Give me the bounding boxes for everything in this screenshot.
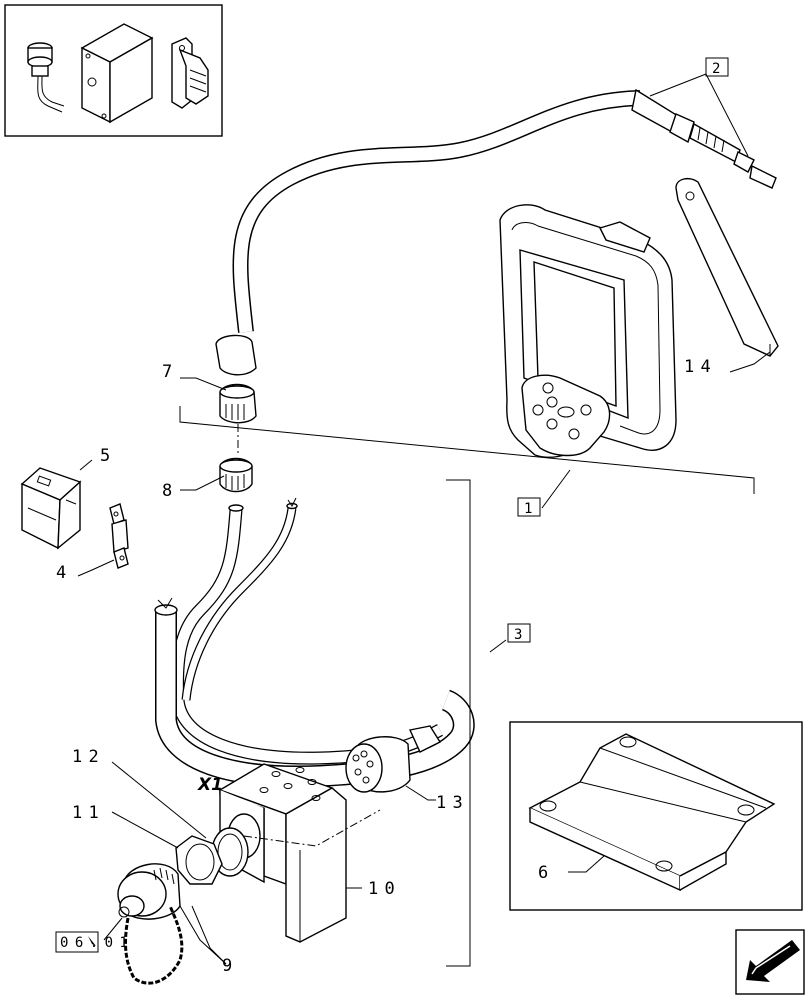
connector-13 bbox=[345, 725, 442, 793]
callout-box-2 bbox=[705, 57, 729, 77]
display-monitor bbox=[499, 204, 677, 458]
callout-14: 1 4 bbox=[684, 357, 710, 377]
callout-13: 1 3 bbox=[436, 793, 461, 813]
callout-6: 6 bbox=[538, 863, 548, 883]
harness-cable bbox=[215, 88, 777, 376]
callout-8: 8 bbox=[162, 481, 172, 501]
relay-housing-5 bbox=[20, 467, 82, 550]
reference-label: 0 6 . 0 1 bbox=[60, 935, 127, 951]
callout-1: 1 bbox=[524, 501, 532, 517]
callout-11: 1 1 bbox=[72, 803, 98, 823]
clip-bracket-icon bbox=[171, 37, 209, 109]
reference-box bbox=[55, 931, 99, 953]
callout-5: 5 bbox=[100, 446, 110, 466]
fuse-4 bbox=[109, 503, 129, 569]
sensor-icon bbox=[27, 42, 65, 113]
connector-plug-7 bbox=[219, 383, 257, 424]
callout-box-1 bbox=[517, 497, 541, 517]
callout-4: 4 bbox=[56, 563, 66, 583]
inset-panel bbox=[4, 4, 223, 137]
adapter-plate-6 bbox=[509, 721, 803, 911]
group-bracket-1 bbox=[179, 406, 755, 494]
callout-12: 1 2 bbox=[72, 747, 97, 767]
connector-label: X1 bbox=[197, 775, 223, 795]
group-bracket-3 bbox=[446, 479, 471, 967]
callout-2: 2 bbox=[712, 61, 720, 77]
callout-box-3 bbox=[507, 623, 531, 643]
callout-10: 1 0 bbox=[368, 879, 394, 899]
dust-cap-9 bbox=[117, 863, 184, 985]
callout-9: 9 bbox=[222, 956, 232, 976]
nut-11 bbox=[175, 835, 223, 885]
arrow-down-left-icon[interactable] bbox=[735, 929, 805, 995]
mount-bracket-14 bbox=[675, 177, 779, 357]
mounting-bracket-10 bbox=[218, 763, 347, 943]
control-box-icon bbox=[80, 23, 154, 124]
callout-7: 7 bbox=[162, 362, 172, 382]
connector-socket-8 bbox=[219, 457, 253, 493]
leader-lines bbox=[77, 73, 771, 965]
callout-3: 3 bbox=[514, 627, 522, 643]
